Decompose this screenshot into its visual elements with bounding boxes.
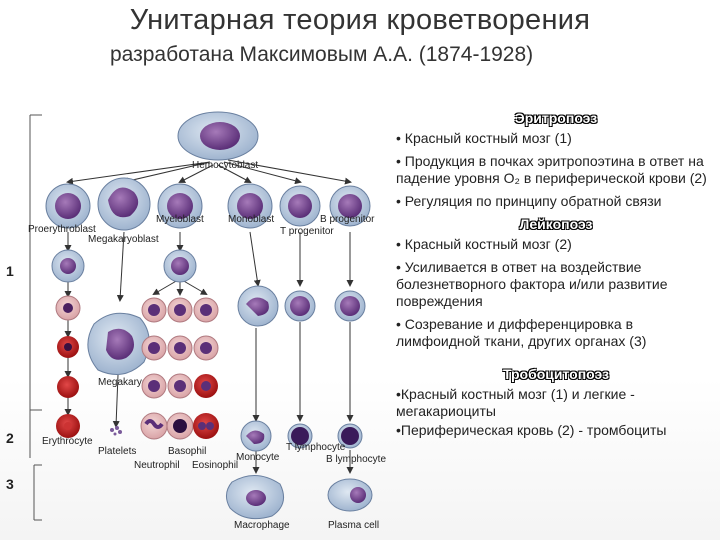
- thrombopoiesis-heading: Тробоцитопоэз: [502, 366, 610, 382]
- macrophage-label: Macrophage: [234, 520, 290, 530]
- monocyte-label: Monocyte: [236, 452, 280, 463]
- thrombo-item-1: •Красный костный мозг (1) и легкие - мег…: [396, 386, 635, 419]
- megakaryocyte-cell: [87, 312, 150, 375]
- erythroid-precursor-3: [57, 336, 79, 358]
- monoblast-label: Monoblast: [228, 214, 274, 225]
- hemocytoblast-label: Hemocytoblast: [192, 160, 258, 171]
- neutrophil-label: Neutrophil: [134, 460, 180, 471]
- b-lymphocyte-label: B lymphocyte: [326, 454, 386, 465]
- proerythroblast-label: Proerythroblast: [28, 224, 96, 235]
- erythrocyte-label: Erythrocyte: [42, 436, 93, 447]
- promonocyte-cell: [237, 285, 279, 327]
- myeloblast-cell: [157, 183, 203, 229]
- erythro-item-1: • Красный костный мозг (1): [396, 130, 572, 146]
- erythroid-precursor-1: [51, 249, 85, 283]
- basophil-cell: [166, 412, 194, 440]
- b-progenitor-label: B progenitor: [320, 214, 375, 225]
- info-panel: Эритропоэз • Красный костный мозг (1) • …: [396, 108, 716, 441]
- leuko-item-3: • Созревание и дифференцировка в лимфоид…: [396, 316, 647, 349]
- reticulocyte: [57, 376, 79, 398]
- platelets-label: Platelets: [98, 446, 136, 457]
- erythroid-precursor-2: [55, 295, 81, 321]
- monoblast-cell: [227, 183, 273, 229]
- erythro-item-2: • Продукция в почках эритропоэтина в отв…: [396, 153, 707, 186]
- plasma-cell-label: Plasma cell: [328, 520, 379, 530]
- t-progenitor-label: T progenitor: [280, 226, 334, 237]
- b-progenitor-cell: [279, 185, 321, 227]
- leuko-item-2: • Усиливается в ответ на воздействие бол…: [396, 259, 668, 309]
- thrombo-item-2: •Периферическая кровь (2) - тромбоциты: [396, 422, 667, 438]
- b-lymphocyte-cell: [337, 423, 363, 449]
- myeloblast-label: Myeloblast: [156, 214, 204, 225]
- hemocytoblast-cell: [177, 111, 259, 161]
- leukopoiesis-heading: Лейкопоэз: [519, 216, 593, 232]
- t-lymphoblast-cell: [284, 290, 316, 322]
- plasma-cell: [327, 478, 373, 512]
- level-label-1: 1: [6, 263, 14, 279]
- promyelocyte-cell: [163, 249, 197, 283]
- level-label-3: 3: [6, 476, 14, 492]
- eosinophil-label: Eosinophil: [192, 460, 238, 471]
- t-lymphocyte-label: T lymphocyte: [286, 442, 346, 453]
- myelocyte-cells: [141, 297, 219, 399]
- basophil-label: Basophil: [168, 446, 206, 457]
- proerythroblast-cell: [45, 183, 91, 229]
- megakaryoblast-cell: [97, 177, 151, 231]
- b-lymphoblast-cell: [334, 290, 366, 322]
- erythropoiesis-heading: Эритропоэз: [514, 110, 598, 126]
- page-title: Унитарная теория кроветворения: [129, 4, 591, 36]
- megakaryocyte-label: Megakaryocyte: [98, 377, 166, 388]
- megakaryoblast-label: Megakaryoblast: [88, 234, 159, 245]
- level-label-2: 2: [6, 430, 14, 446]
- platelets-cell: [110, 426, 122, 436]
- macrophage-cell: [226, 475, 285, 520]
- t-lymphocyte-cell: [287, 423, 313, 449]
- t-progenitor-cell: [329, 185, 371, 227]
- hematopoiesis-diagram: Hemocytoblast Proerythroblast Megakaryob…: [28, 111, 386, 530]
- eosinophil-cell: [193, 413, 219, 439]
- monocyte-cell: [240, 420, 272, 452]
- leuko-item-1: • Красный костный мозг (2): [396, 236, 572, 252]
- erythrocyte-cell: [56, 414, 80, 438]
- erythro-item-3: • Регуляция по принципу обратной связи: [396, 193, 662, 209]
- neutrophil-cell: [140, 412, 168, 440]
- page-subtitle: разработана Максимовым А.А. (1874-1928): [110, 43, 534, 66]
